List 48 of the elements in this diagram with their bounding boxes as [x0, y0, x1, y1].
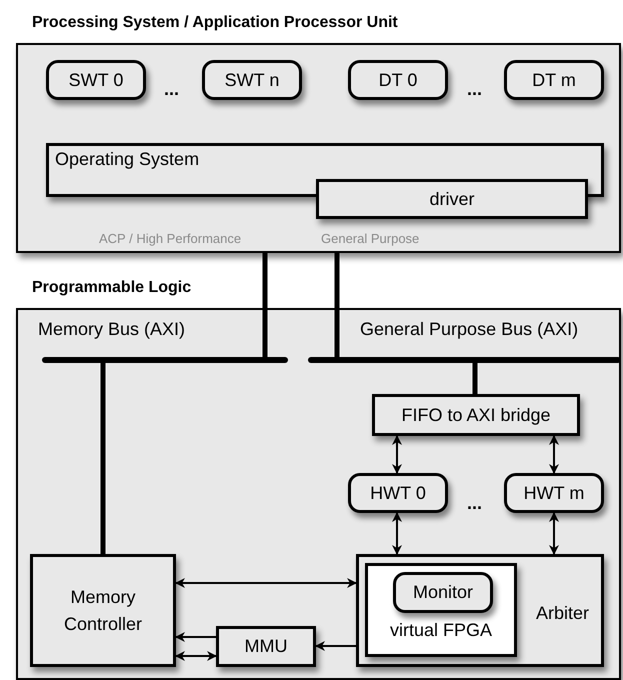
section-title: Processing System / Application Processor Unit	[32, 13, 398, 33]
process-box	[372, 394, 580, 436]
box-label: DT 0	[378, 68, 418, 92]
fpga-box	[365, 563, 517, 657]
box-label: HWT 0	[370, 482, 426, 504]
process-box	[316, 179, 588, 219]
box-label: virtual FPGA	[390, 619, 492, 642]
arrow	[175, 632, 216, 642]
box-label: Monitor	[412, 581, 474, 604]
bus-line	[334, 253, 340, 357]
arrow	[392, 512, 402, 555]
thread-box	[504, 60, 604, 100]
port-label: ACP / High Performance	[99, 232, 242, 245]
thread-box	[46, 60, 146, 100]
bus-line	[100, 363, 106, 554]
arrow	[392, 435, 402, 474]
arbiter-box	[356, 554, 604, 667]
box-label: SWT 0	[68, 68, 124, 92]
box-label: Operating System	[55, 149, 200, 169]
thread-box	[348, 60, 448, 100]
arrow	[549, 512, 559, 555]
box-label: Memory Controller	[62, 586, 144, 636]
thread-box	[202, 60, 302, 100]
thread-box	[504, 473, 604, 513]
thread-box	[348, 473, 448, 513]
arrow	[175, 651, 217, 661]
bus-line	[472, 363, 478, 394]
process-box	[30, 554, 176, 667]
box-label: DT m	[532, 68, 576, 92]
arrow	[549, 435, 559, 474]
thread-box	[393, 572, 493, 613]
port-label: General Purpose	[321, 232, 420, 245]
box-label: driver	[429, 188, 474, 210]
box-label: FIFO to AXI bridge	[401, 404, 551, 427]
process-box	[216, 626, 316, 667]
box-label: MMU	[244, 635, 288, 658]
box-label: SWT n	[224, 68, 280, 92]
bus-line	[262, 253, 268, 357]
arrow	[315, 641, 356, 651]
box-label: HWT m	[524, 482, 584, 504]
ellipsis: ...	[164, 80, 180, 98]
bus-label: Memory Bus (AXI)	[38, 318, 186, 340]
bus-label: General Purpose Bus (AXI)	[360, 318, 578, 340]
arrow	[175, 578, 357, 588]
ellipsis: ...	[467, 494, 482, 512]
section-title: Programmable Logic	[32, 278, 192, 298]
ellipsis: ...	[467, 80, 482, 98]
box-label: Arbiter	[536, 602, 589, 625]
